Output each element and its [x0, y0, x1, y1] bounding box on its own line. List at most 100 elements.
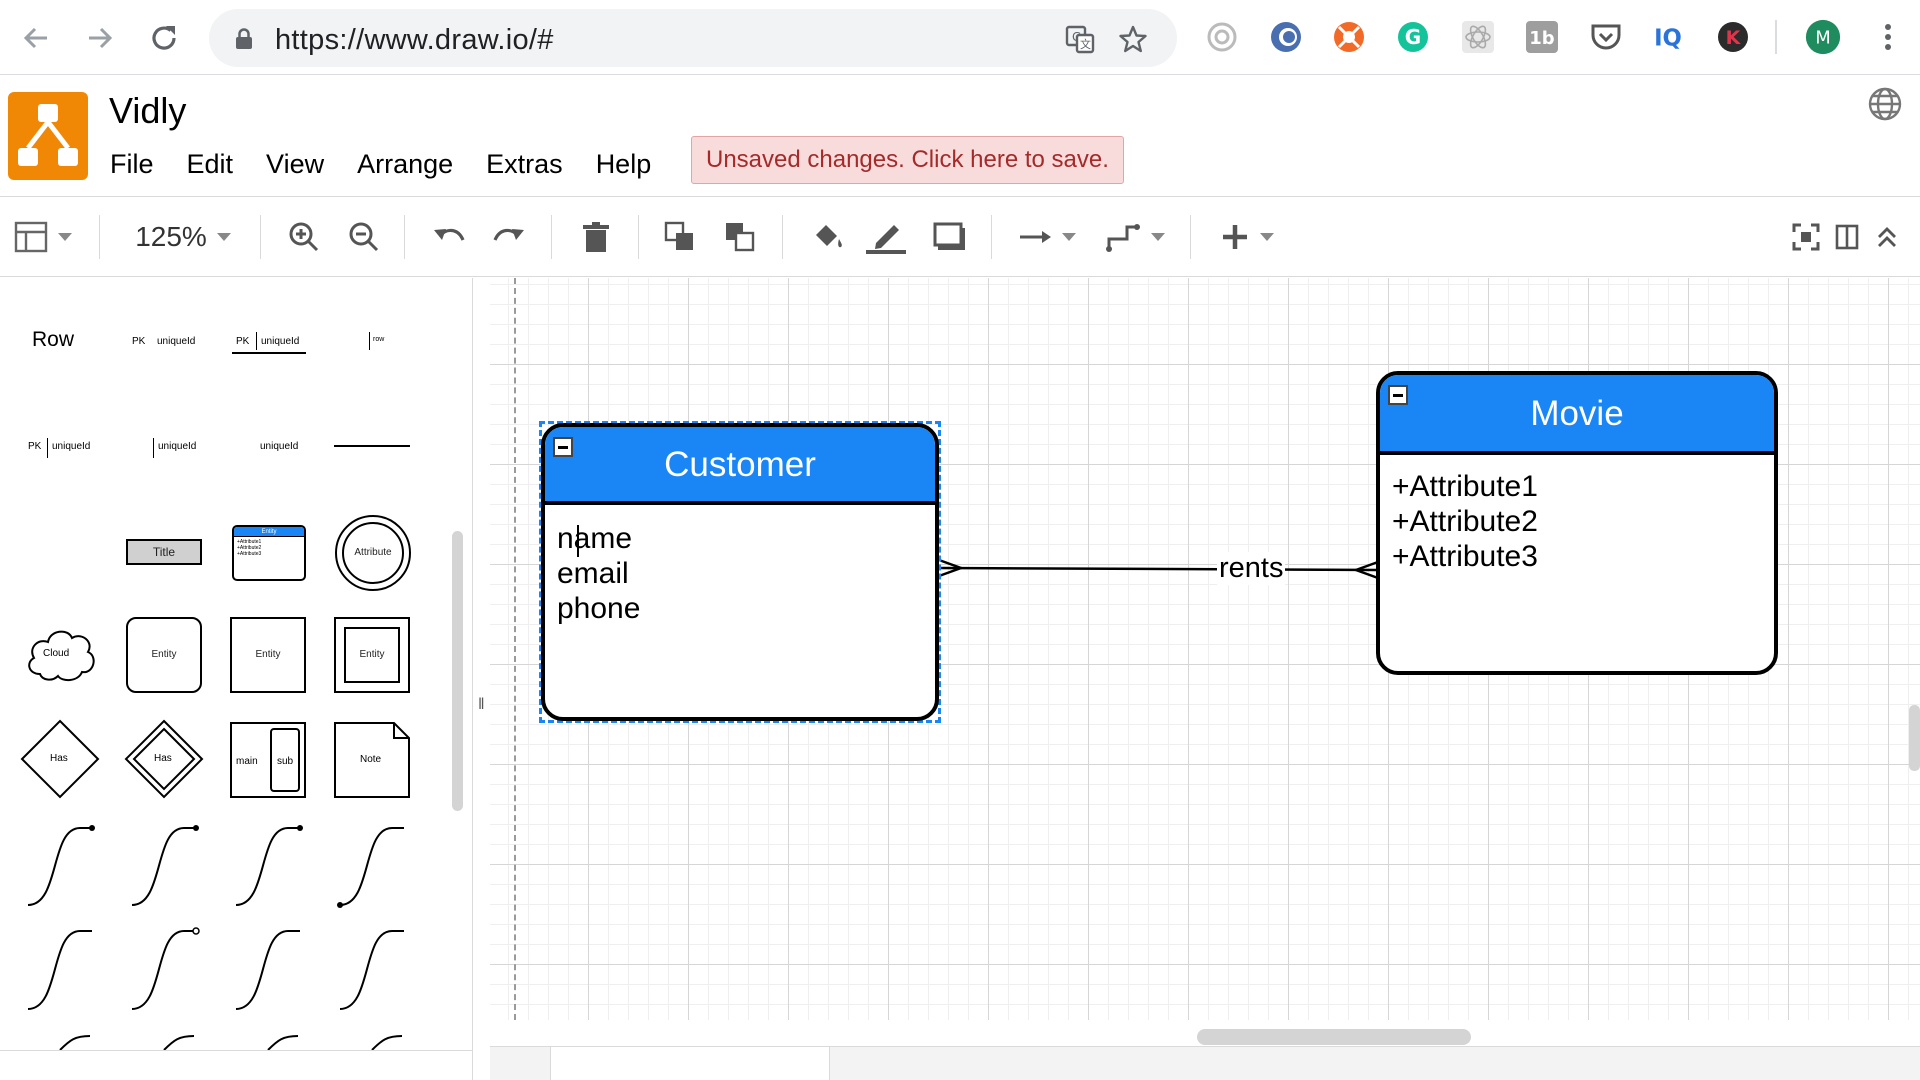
undo-button[interactable] [428, 215, 470, 259]
menu-view[interactable]: View [266, 149, 325, 179]
entity-customer-attributes[interactable]: name email phone [557, 521, 640, 626]
relationship-label[interactable]: rents [1217, 552, 1286, 585]
entity-customer-header[interactable]: Customer [545, 427, 935, 505]
translate-icon[interactable]: G 文 [1064, 23, 1096, 55]
relationship-edge[interactable] [490, 278, 1920, 1020]
shape-uniqueid-plain[interactable]: uniqueId [258, 438, 328, 458]
address-bar[interactable]: https://www.draw.io/# G 文 [209, 9, 1177, 67]
shape-title[interactable]: Title [126, 539, 202, 565]
shape-uniqueid-bar[interactable]: uniqueId [150, 438, 220, 458]
round-ext-icon[interactable] [1204, 19, 1240, 55]
sidebar-scrollbar[interactable] [452, 531, 463, 811]
sidebar-resize-handle[interactable]: ǁ [478, 696, 485, 713]
onebee-ext-icon[interactable]: 1b [1524, 19, 1560, 55]
shadow-button[interactable] [928, 215, 972, 259]
entity-movie[interactable]: Movie +Attribute1 +Attribute2 +Attribute… [1376, 371, 1778, 675]
drawio-logo-icon[interactable] [8, 92, 88, 180]
shape-pk-uniqueid-2[interactable]: PK uniqueId [26, 438, 106, 458]
pencil-icon [866, 225, 906, 254]
shape-relationship-identifying[interactable]: Has [124, 719, 204, 799]
entity-movie-header[interactable]: Movie [1380, 375, 1774, 455]
divider [256, 332, 257, 350]
line-color-button[interactable] [864, 215, 908, 259]
reload-icon [152, 26, 176, 50]
to-back-button[interactable] [720, 215, 760, 259]
entity-customer[interactable]: Customer name email phone [541, 423, 939, 721]
language-globe-icon[interactable] [1867, 86, 1903, 122]
blue-circle-ext-icon[interactable] [1268, 19, 1304, 55]
shape-relationship[interactable]: Has [20, 719, 100, 799]
app-header: Vidly File Edit View Arrange Extras Help… [0, 76, 1920, 196]
profile-avatar[interactable]: M [1805, 19, 1841, 55]
fullscreen-button[interactable] [1789, 215, 1823, 259]
collapse-toolbar-button[interactable] [1870, 215, 1904, 259]
canvas-vertical-scrollbar[interactable] [1909, 705, 1920, 771]
shape-entity-weak[interactable]: Entity [334, 617, 410, 693]
menu-extras[interactable]: Extras [486, 149, 563, 179]
browser-menu-icon[interactable] [1870, 19, 1906, 55]
back-arrow-icon [23, 27, 47, 49]
zoom-dropdown[interactable]: 125% [128, 215, 238, 259]
shape-main-sub[interactable]: main sub [230, 722, 306, 798]
reload-button[interactable] [144, 18, 184, 58]
paint-bucket-icon [816, 225, 842, 248]
diagram-canvas[interactable]: rents Customer name email phone Movie +A… [490, 278, 1920, 1020]
menu-help[interactable]: Help [595, 149, 652, 179]
toolbar-divider [260, 215, 261, 259]
fill-color-button[interactable] [806, 215, 850, 259]
svg-text:K: K [1726, 27, 1742, 49]
unsaved-changes-button[interactable]: Unsaved changes. Click here to save. [691, 136, 1124, 184]
collapse-icon[interactable] [1388, 385, 1408, 405]
connector-4 [339, 827, 404, 906]
svg-text:G: G [1405, 25, 1421, 49]
iq-ext-icon[interactable]: IQ [1650, 19, 1686, 55]
edge-line [938, 566, 1379, 572]
shape-line[interactable] [334, 445, 410, 447]
format-panel-toggle[interactable] [10, 215, 76, 259]
menu-bar: File Edit View Arrange Extras Help [110, 144, 684, 184]
shape-entity-table[interactable]: Entity +Attribute1 +Attribute2 +Attribut… [232, 525, 306, 581]
waypoints-dropdown[interactable] [1100, 215, 1170, 259]
delete-button[interactable] [576, 215, 616, 259]
shape-attribute-double[interactable]: Attribute [335, 515, 411, 591]
shape-entity-rounded[interactable]: Entity [126, 617, 202, 693]
menu-file[interactable]: File [110, 149, 154, 179]
shape-pk-uniqueid-underlined[interactable]: PK uniqueId [232, 332, 306, 354]
zoom-in-button[interactable] [284, 215, 324, 259]
react-ext-icon[interactable] [1460, 19, 1496, 55]
redo-button[interactable] [488, 215, 530, 259]
canvas-horizontal-scrollbar[interactable] [1197, 1029, 1471, 1045]
fullscreen-icon [1792, 223, 1820, 251]
forward-button[interactable] [80, 18, 120, 58]
shape-row-small[interactable]: row [368, 332, 408, 352]
grammarly-ext-icon[interactable]: G [1395, 19, 1431, 55]
shadow-icon [933, 222, 965, 250]
page-tab[interactable] [550, 1047, 830, 1080]
format-panel-button[interactable] [1830, 215, 1864, 259]
connection-style-dropdown[interactable] [1012, 215, 1082, 259]
shape-cloud[interactable]: Cloud [22, 622, 98, 686]
zoom-out-button[interactable] [344, 215, 384, 259]
entity-mini-header: Entity [234, 527, 304, 537]
url-text: https://www.draw.io/# [275, 24, 554, 56]
shape-pk-uniqueid[interactable]: PK uniqueId [130, 336, 200, 348]
to-front-button[interactable] [660, 215, 700, 259]
shape-row[interactable]: Row [32, 328, 75, 351]
shape-entity[interactable]: Entity [230, 617, 306, 693]
bookmark-star-icon[interactable] [1117, 23, 1149, 55]
page-tabs-bar [490, 1046, 1920, 1080]
lifebuoy-ext-icon[interactable] [1331, 19, 1367, 55]
entity-movie-title: Movie [1530, 394, 1624, 433]
entity-movie-attributes[interactable]: +Attribute1 +Attribute2 +Attribute3 [1392, 469, 1538, 574]
menu-arrange[interactable]: Arrange [357, 149, 454, 179]
collapse-icon[interactable] [553, 437, 573, 457]
shape-note[interactable]: Note [334, 722, 410, 798]
connector-2 [131, 827, 196, 906]
menu-edit[interactable]: Edit [186, 149, 234, 179]
pocket-ext-icon[interactable] [1588, 19, 1624, 55]
back-button[interactable] [16, 18, 56, 58]
k-ext-icon[interactable]: K [1715, 19, 1751, 55]
connector-shapes-partial [59, 1035, 403, 1051]
insert-dropdown[interactable] [1212, 215, 1282, 259]
document-title[interactable]: Vidly [109, 90, 187, 131]
